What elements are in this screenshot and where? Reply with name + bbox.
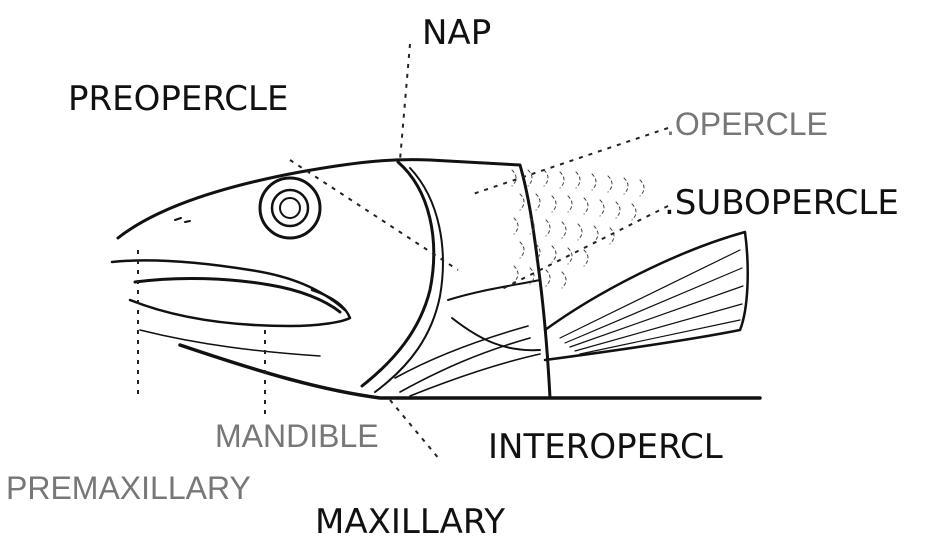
mandible-outline (130, 290, 350, 326)
label-interopercle: INTEROPERCL (488, 430, 723, 464)
label-subopercle: .SUBOPERCLE (664, 186, 899, 220)
upper-jaw-line (112, 260, 345, 310)
leader-maxillary (390, 400, 440, 460)
label-opercle: .OPERCLE (666, 108, 828, 140)
eye (260, 178, 320, 238)
interopercle-lines (395, 326, 540, 396)
label-premaxillary: PREMAXILLARY (6, 472, 251, 504)
subopercle-edge (452, 318, 540, 350)
label-mandible: MANDIBLE (215, 420, 379, 452)
opercle-edge (448, 280, 540, 300)
leader-opercle (470, 128, 668, 195)
nostril-mark (175, 218, 190, 222)
leader-nap (400, 44, 410, 160)
preopercle-curve (362, 162, 434, 386)
label-nap: NAP (422, 16, 491, 50)
throat-line (180, 345, 760, 398)
leader-preopercle (290, 160, 458, 270)
upper-lip-line (135, 278, 340, 312)
leader-subopercle (500, 206, 668, 290)
mandible-lower-edge (140, 330, 320, 356)
label-preopercle: PREOPERCLE (68, 82, 288, 116)
label-maxillary: MAXILLARY (315, 505, 505, 539)
